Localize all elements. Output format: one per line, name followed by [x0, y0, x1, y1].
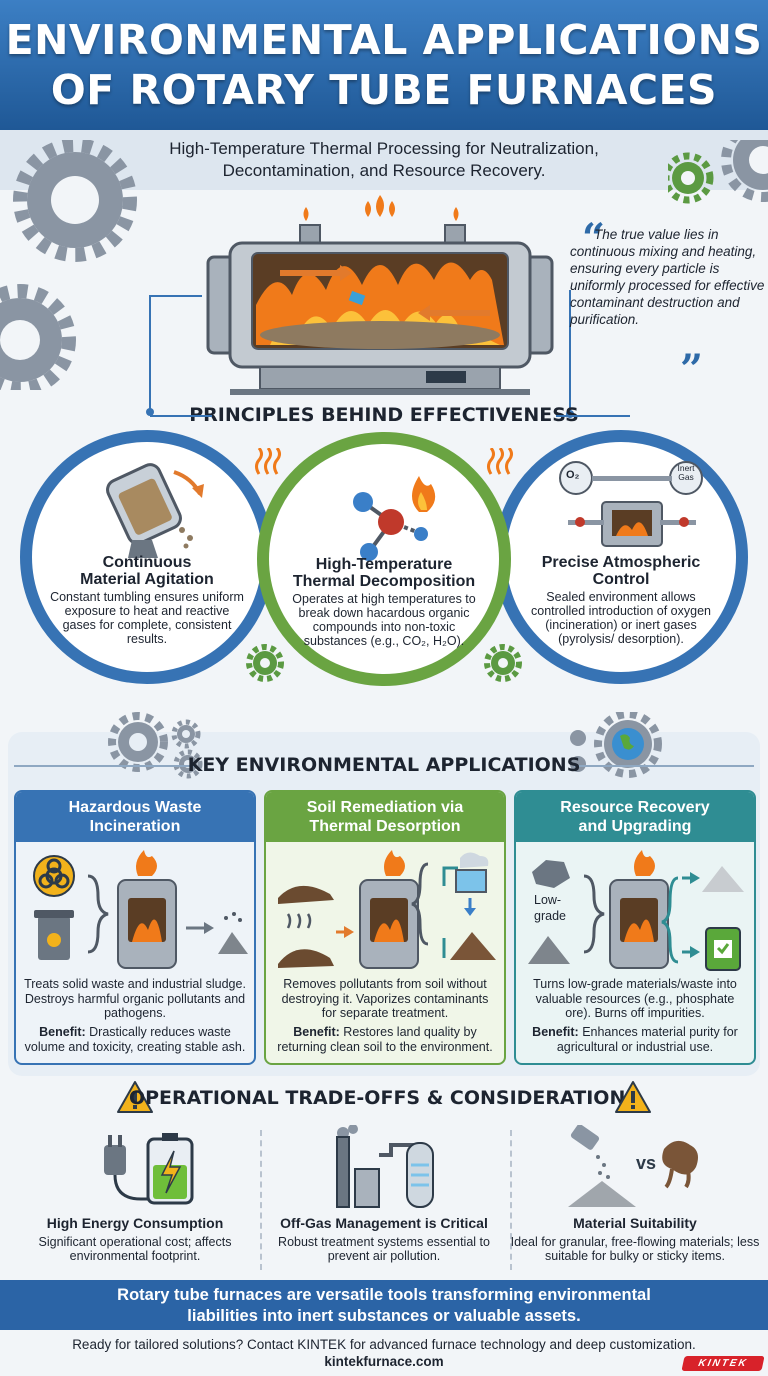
tradeoff-2-desc: Robust treatment systems essential to pr…	[278, 1235, 490, 1263]
card-3-benefit-text: Enhances material purity for agricultura…	[556, 1025, 738, 1054]
principles-rule-right	[556, 415, 630, 417]
principle-2-title-line-2: Thermal Decomposition	[292, 573, 476, 590]
principle-1-desc: Constant tumbling ensures uniform exposu…	[50, 590, 244, 646]
principle-2-title-line-1: High-Temperature	[315, 556, 453, 573]
principle-1-title-line-2: Material Agitation	[80, 571, 214, 588]
title-line-2: OF ROTARY TUBE FURNACES	[50, 66, 718, 114]
website-link[interactable]: kintekfurnace.com	[324, 1354, 444, 1369]
tradeoff-1-desc: Significant operational cost; affects en…	[38, 1235, 232, 1263]
summary-band: Rotary tube furnaces are versatile tools…	[0, 1280, 768, 1330]
gear-cluster-apps-icon	[108, 712, 203, 779]
inert-gas-label: Inert Gas	[677, 463, 695, 482]
tumbling-drum-icon	[106, 463, 204, 558]
summary-line-2: liabilities into inert substances or val…	[187, 1307, 581, 1325]
o2-label: O₂	[566, 469, 580, 481]
card-2-title-line-2: Thermal Desorption	[309, 818, 461, 835]
principle-3-title-line-1: Precise Atmospheric	[541, 554, 701, 571]
tradeoff-3-desc: Ideal for granular, free-flowing materia…	[510, 1235, 760, 1263]
footer-cta: Ready for tailored solutions? Contact KI…	[0, 1336, 768, 1370]
card-1-benefit: Benefit: Drastically reduces waste volum…	[24, 1025, 246, 1054]
page-title: ENVIRONMENTAL APPLICATIONS OF ROTARY TUB…	[0, 0, 768, 115]
tradeoff-3-title: Material Suitability	[573, 1215, 697, 1231]
card-3-benefit-label: Benefit:	[532, 1025, 579, 1039]
principle-2-desc: Operates at high temperatures to break d…	[292, 592, 476, 648]
globe-gear-icon	[570, 712, 662, 778]
quote-body: The true value lies in continuous mixing…	[570, 227, 765, 327]
card-1-title-line-1: Hazardous Waste	[68, 799, 202, 816]
close-quote-icon: ”	[680, 346, 704, 393]
card-2-header: Soil Remediation via Thermal Desorption	[266, 792, 504, 842]
divider	[260, 1130, 262, 1270]
heat-waves-icon	[255, 448, 281, 475]
tradeoffs-title: OPERATIONAL TRADE-OFFS & CONSIDERATIONS	[128, 1087, 640, 1109]
gear-small-icon	[246, 644, 284, 682]
card-1-desc: Treats solid waste and industrial sludge…	[24, 977, 246, 1020]
open-quote-icon: “	[582, 215, 606, 262]
granular-vs-sticky-icon	[568, 1125, 698, 1207]
gear-cluster-right-icon	[668, 140, 768, 204]
card-3-title-line-1: Resource Recovery	[560, 799, 710, 816]
molecule-flame-icon	[353, 476, 436, 561]
card-2-benefit-text: Restores land quality by returning clean…	[277, 1025, 493, 1054]
warning-icon	[117, 1081, 153, 1113]
card-1-benefit-text: Drastically reduces waste volume and tox…	[24, 1025, 246, 1054]
principles-title: PRINCIPLES BEHIND EFFECTIVENESS	[189, 404, 579, 426]
gear-small-icon	[484, 644, 522, 682]
low-grade-label: Low-grade	[534, 893, 566, 923]
rotary-furnace-illustration	[206, 195, 554, 395]
resource-recovery-illustration	[528, 850, 744, 971]
card-3-desc: Turns low-grade materials/waste into val…	[533, 977, 737, 1020]
principle-3-desc: Sealed environment allows controlled int…	[531, 590, 711, 646]
kintek-logo: KINTEK	[681, 1356, 765, 1371]
card-2-desc: Removes pollutants from soil without des…	[281, 977, 489, 1020]
card-3-title-line-2: and Upgrading	[578, 818, 692, 835]
card-3-benefit: Benefit: Enhances material purity for ag…	[524, 1025, 746, 1054]
plug-battery-icon	[104, 1133, 194, 1205]
incineration-illustration	[33, 850, 248, 969]
apps-rule-left	[14, 765, 194, 767]
vs-label: vs	[636, 1153, 657, 1173]
subtitle-line-2: Decontamination, and Resource Recovery.	[222, 161, 546, 180]
principle-1-title-line-1: Continuous	[102, 554, 192, 571]
header-banner: ENVIRONMENTAL APPLICATIONS OF ROTARY TUB…	[0, 0, 768, 130]
card-2-benefit-label: Benefit:	[293, 1025, 340, 1039]
gear-cluster-left-icon	[0, 140, 137, 390]
card-3-header: Resource Recovery and Upgrading	[516, 792, 754, 842]
card-resource-recovery: Resource Recovery and Upgrading Low-grad…	[514, 790, 756, 1065]
card-soil-remediation: Soil Remediation via Thermal Desorption …	[264, 790, 506, 1065]
card-2-title-line-1: Soil Remediation via	[306, 799, 464, 816]
card-1-header: Hazardous Waste Incineration	[16, 792, 254, 842]
card-1-title-line-2: Incineration	[89, 818, 181, 835]
heat-waves-icon	[487, 448, 513, 475]
card-1-benefit-label: Benefit:	[39, 1025, 86, 1039]
title-line-1: ENVIRONMENTAL APPLICATIONS	[5, 16, 763, 64]
atmosphere-control-icon	[559, 461, 703, 547]
tradeoff-1-title: High Energy Consumption	[46, 1215, 224, 1231]
divider	[510, 1130, 512, 1270]
card-hazardous-waste: Hazardous Waste Incineration Treats soli…	[14, 790, 256, 1065]
principle-3-title-line-2: Control	[592, 571, 650, 588]
thermal-desorption-illustration	[278, 850, 496, 969]
cta-text: Ready for tailored solutions? Contact KI…	[72, 1337, 696, 1352]
applications-title: KEY ENVIRONMENTAL APPLICATIONS	[187, 754, 581, 776]
tradeoff-2-title: Off-Gas Management is Critical	[280, 1215, 488, 1231]
quote-text: The true value lies in continuous mixing…	[570, 226, 766, 328]
warning-icon	[615, 1081, 651, 1113]
summary-line-1: Rotary tube furnaces are versatile tools…	[117, 1286, 651, 1304]
apps-rule-right	[574, 765, 754, 767]
card-2-benefit: Benefit: Restores land quality by return…	[274, 1025, 496, 1054]
principles-rule-left	[150, 415, 212, 417]
subtitle-line-1: High-Temperature Thermal Processing for …	[169, 139, 599, 158]
factory-scrubber-icon	[336, 1125, 434, 1208]
